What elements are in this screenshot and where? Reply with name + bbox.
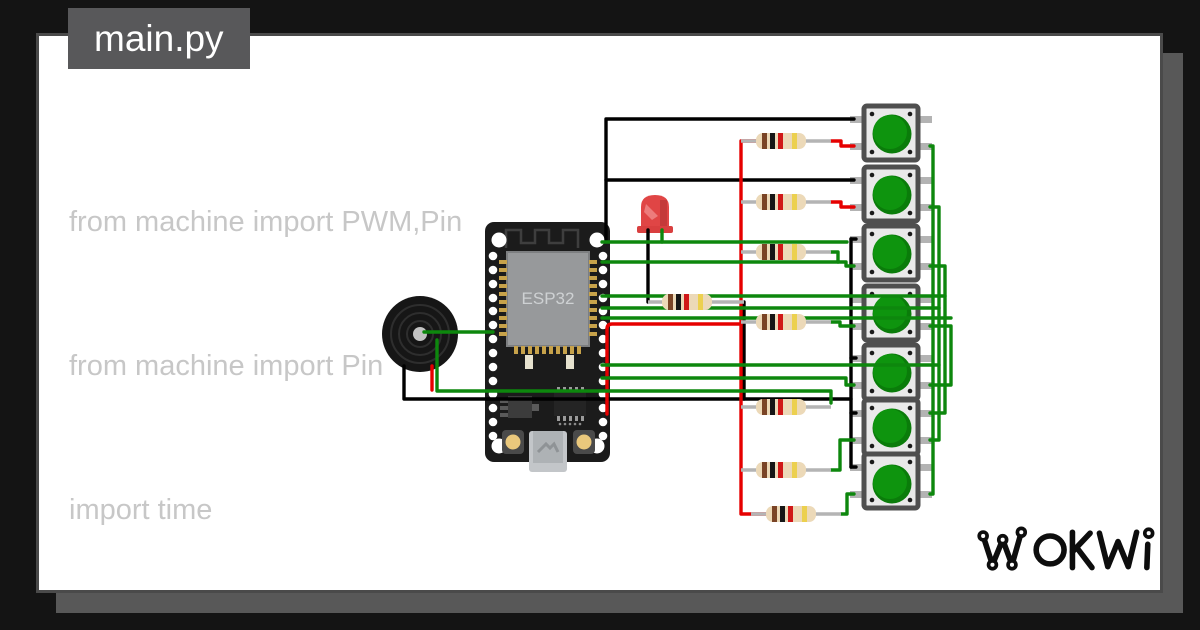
resistor-1[interactable] <box>741 133 831 149</box>
logo-i-dot <box>1142 527 1155 539</box>
pushbutton-7[interactable] <box>850 451 932 511</box>
led-highlight <box>644 204 658 220</box>
voltage-regulator <box>500 396 539 418</box>
pushbutton-3[interactable] <box>850 223 932 283</box>
esp32-module: ESP32 <box>499 251 597 354</box>
resistor-4[interactable] <box>741 314 831 330</box>
file-tab-label: main.py <box>94 18 224 59</box>
pushbutton-2[interactable] <box>850 164 932 224</box>
resistor-2[interactable] <box>741 194 831 210</box>
pushbutton-6[interactable] <box>850 397 932 457</box>
file-tab: main.py <box>68 8 250 69</box>
pushbuttons <box>850 103 932 511</box>
code-line: from machine import PWM,Pin <box>69 206 463 238</box>
buzzer[interactable] <box>382 296 458 372</box>
resistor-8[interactable] <box>648 294 744 310</box>
en-button[interactable] <box>502 430 524 454</box>
usb-connector <box>529 431 567 472</box>
wokwi-logo: WOKWI <box>977 526 1155 571</box>
pushbutton-4[interactable] <box>850 283 932 343</box>
boot-button[interactable] <box>573 430 595 454</box>
logo-letter-i <box>1144 541 1151 571</box>
resistor-5[interactable] <box>741 399 831 415</box>
smd-capacitor <box>566 355 574 369</box>
resistors <box>648 133 841 522</box>
pushbutton-1[interactable] <box>850 103 932 163</box>
code-snippet: from machine import PWM,Pin from machine… <box>69 102 531 590</box>
esp32-label: ESP32 <box>522 289 575 308</box>
code-line: import time <box>69 494 213 526</box>
resistor-6[interactable] <box>741 462 831 478</box>
logo-letter-w2 <box>1096 529 1140 570</box>
red-led[interactable] <box>637 195 673 233</box>
wires-black <box>402 117 858 469</box>
resistor-7[interactable] <box>751 506 841 522</box>
resistor-3[interactable] <box>741 244 831 260</box>
code-line: from machine import Pin <box>69 350 384 382</box>
wires-green <box>422 144 953 516</box>
usb-uart-chip <box>554 387 586 426</box>
esp32-board[interactable]: ESP32 <box>485 222 610 472</box>
logo-letter-o <box>1033 533 1067 567</box>
pushbutton-5[interactable] <box>850 342 932 402</box>
antenna-trace <box>504 228 580 248</box>
buzzer-center <box>413 327 427 341</box>
smd-capacitor <box>525 355 533 369</box>
